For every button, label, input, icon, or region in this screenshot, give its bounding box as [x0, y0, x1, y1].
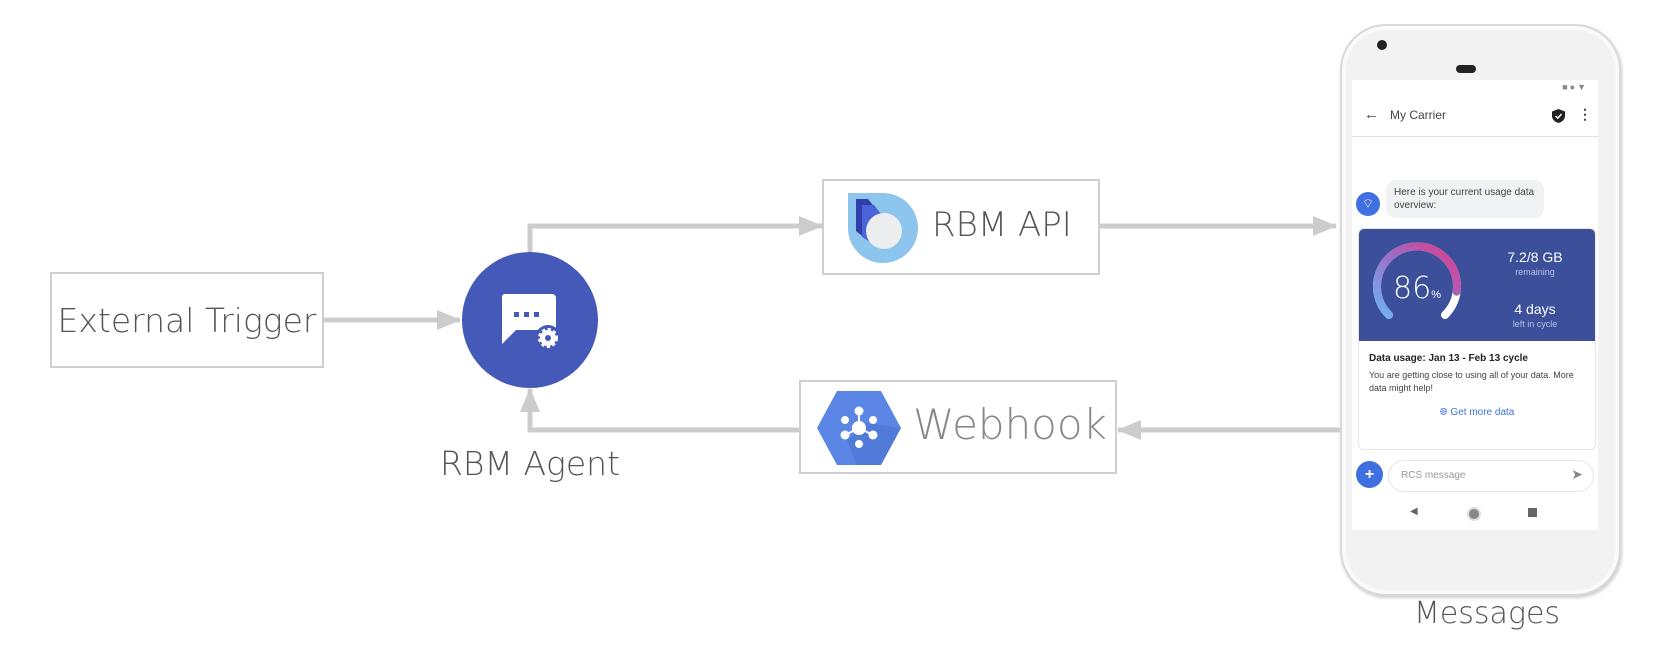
days-left: 4 days: [1514, 301, 1556, 317]
card-title: Data usage: Jan 13 - Feb 13 cycle: [1369, 353, 1528, 364]
nav-home-icon[interactable]: [1467, 507, 1481, 521]
usage-card: 86% 7.2/8 GB remaining 4 days left in cy…: [1358, 228, 1596, 450]
phone-screen: ■●▼ ← My Carrier ⋮ ⌔ Here is your curren…: [1352, 80, 1598, 530]
conversation-title: My Carrier: [1390, 108, 1446, 122]
phone-camera: [1377, 40, 1387, 50]
phone-earpiece: [1456, 65, 1476, 73]
rcs-message-input[interactable]: RCS message ➤: [1388, 460, 1594, 492]
usage-percent: 86%: [1387, 271, 1447, 306]
webhook-label: Webhook: [913, 400, 1107, 449]
nav-back-icon[interactable]: ◀: [1410, 506, 1418, 517]
message-bubble: Here is your current usage data overview…: [1386, 180, 1544, 218]
external-trigger-node: External Trigger: [50, 272, 324, 368]
rbm-api-logo-icon: [848, 193, 918, 263]
usage-percent-sign: %: [1431, 289, 1441, 301]
webhook-hexagon-icon: [817, 391, 901, 465]
attach-plus-button[interactable]: +: [1356, 461, 1383, 488]
send-icon[interactable]: ➤: [1571, 466, 1583, 482]
data-remaining-label: remaining: [1515, 267, 1555, 277]
rbm-agent-label: RBM Agent: [439, 444, 621, 483]
data-remaining: 7.2/8 GB: [1507, 249, 1563, 265]
get-more-data-button[interactable]: 🌐︎ Get more data: [1359, 407, 1595, 418]
arrow-webhook-to-agent: [520, 388, 799, 433]
nav-recents-icon[interactable]: [1528, 508, 1537, 517]
rbm-api-label: RBM API: [932, 205, 1072, 245]
card-body: You are getting close to using all of yo…: [1369, 370, 1574, 393]
carrier-avatar-wifi-icon: ⌔: [1356, 192, 1380, 216]
status-bar-icons: ■●▼: [1562, 82, 1588, 92]
chat-bubble-gear-icon: [501, 294, 561, 351]
get-more-data-label: Get more data: [1450, 407, 1515, 418]
usage-percent-value: 86: [1393, 271, 1432, 306]
more-options-icon[interactable]: ⋮: [1578, 106, 1592, 122]
verified-shield-icon: [1552, 109, 1565, 123]
globe-icon: 🌐︎: [1439, 407, 1451, 418]
usage-gauge: [1373, 242, 1461, 319]
messages-label: Messages: [1413, 596, 1561, 631]
external-trigger-label: External Trigger: [57, 300, 317, 340]
rbm-api-node: RBM API: [822, 179, 1100, 275]
days-left-label: left in cycle: [1512, 319, 1558, 329]
header-divider: [1352, 136, 1598, 137]
webhook-node: Webhook: [799, 380, 1117, 474]
rbm-agent-node: [462, 252, 598, 388]
back-arrow-icon[interactable]: ←: [1364, 106, 1379, 123]
input-placeholder: RCS message: [1401, 470, 1466, 481]
arrow-agent-to-rbm-api: [527, 216, 823, 252]
usage-card-header: 86% 7.2/8 GB remaining 4 days left in cy…: [1359, 229, 1595, 341]
